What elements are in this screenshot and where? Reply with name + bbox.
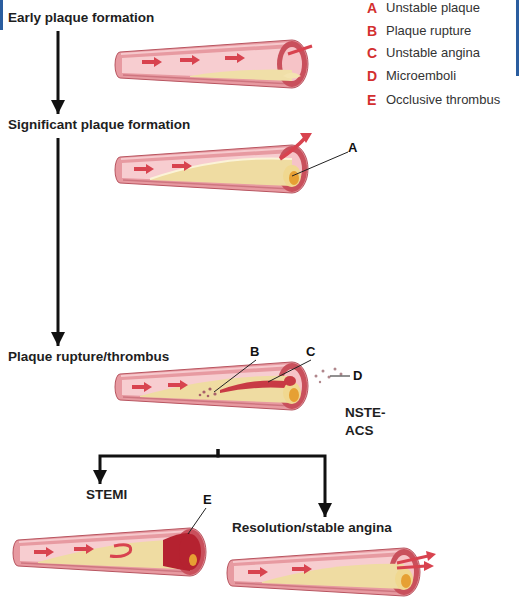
callout-letter: E: [203, 492, 212, 508]
progression-arrow: [57, 138, 60, 346]
plaque: [38, 540, 178, 569]
thrombus: [220, 380, 286, 393]
embolus: [334, 368, 337, 371]
artery: [13, 528, 206, 576]
flow-arrow: [248, 567, 268, 577]
plaque: [262, 564, 404, 589]
flow-arrow: [134, 164, 154, 174]
flow-arrow: [34, 547, 54, 557]
legend-letter: A: [367, 0, 377, 16]
lipid-core: [401, 574, 411, 588]
flow-arrow: [292, 564, 312, 574]
plaque: [150, 158, 292, 186]
flow-arrow: [132, 382, 152, 392]
stage-heading: Significant plaque formation: [8, 116, 223, 134]
legend-letter: C: [367, 45, 377, 61]
legend-row: Plaque rupture: [386, 23, 519, 39]
occlusive-thrombus: [179, 534, 201, 570]
embolus: [319, 381, 321, 383]
embolus: [315, 375, 318, 378]
flow-out-head: [424, 561, 434, 571]
flow-arrow: [225, 53, 245, 63]
flow-out-head: [426, 551, 436, 561]
flow-arrow: [172, 161, 192, 171]
plaque: [190, 70, 292, 81]
artery-significant: [115, 133, 312, 193]
stage-heading: Plaque rupture/thrombus: [8, 348, 408, 366]
legend-row: Unstable angina: [386, 45, 519, 61]
legend-text: Occlusive thrombus: [386, 92, 500, 107]
stage-node: Significant plaque formation: [8, 116, 223, 136]
plaque: [395, 568, 413, 590]
rupture-speckle: [213, 392, 216, 395]
embolus: [340, 373, 343, 376]
legend-text: Microemboli: [386, 68, 456, 83]
legend-text: Plaque rupture: [386, 23, 471, 38]
stage-node: STEMI: [86, 486, 138, 506]
legend-text: Unstable angina: [386, 45, 480, 60]
artery-rupture: [115, 362, 343, 410]
stage-node: Resolution/stable angina: [232, 519, 447, 539]
edge-bar: [0, 0, 3, 30]
progression-arrow: [57, 31, 60, 114]
rupture-speckle: [202, 390, 205, 393]
flow-out: [280, 137, 306, 159]
flow-out-head: [300, 133, 312, 143]
rupture-speckle: [208, 387, 211, 390]
artery: [115, 40, 308, 88]
syndrome-label: NSTE-ACS: [345, 404, 408, 440]
stage-node: Plaque rupture/thrombusNSTE-ACS: [8, 348, 408, 447]
thrombus: [284, 376, 296, 386]
stage-heading: STEMI: [86, 486, 138, 504]
stage-heading: Resolution/stable angina: [232, 519, 447, 537]
callout-letter: C: [306, 344, 315, 360]
flow-out: [288, 46, 312, 54]
legend-row: Occlusive thrombus: [386, 92, 519, 108]
plaque: [283, 73, 301, 79]
flow-arrow: [180, 55, 200, 65]
rupture-speckle: [207, 395, 210, 398]
legend-row: Microemboli: [386, 68, 519, 84]
leader-line: [188, 508, 206, 534]
legend-letter: D: [367, 68, 377, 84]
lipid-core: [289, 388, 299, 402]
progression-arrow: [218, 449, 325, 517]
artery-resolution: [227, 548, 436, 596]
leader-line: [330, 376, 350, 377]
lipid-core: [189, 554, 197, 566]
callout-letter: D: [353, 368, 362, 384]
legend-row: Unstable plaque: [386, 0, 519, 16]
stage-node: Early plaque formation: [8, 9, 193, 29]
edge-bar: [516, 0, 519, 76]
leader-line: [268, 360, 311, 382]
flow-arrow: [74, 544, 94, 554]
legend-text: Unstable plaque: [386, 0, 480, 15]
artery: [115, 145, 308, 193]
callout-letter: B: [250, 344, 259, 360]
flow-out: [397, 566, 426, 568]
artery: [115, 362, 308, 410]
progression-arrow: [100, 449, 218, 484]
flow-out: [397, 556, 428, 563]
legend-letter: B: [367, 23, 377, 39]
legend-letter: E: [367, 92, 376, 108]
artery: [227, 548, 420, 596]
leader-line: [214, 360, 256, 392]
rupture-speckle: [199, 394, 202, 397]
fibrous-cap: [150, 158, 292, 179]
embolus: [322, 370, 325, 373]
plaque: [140, 376, 292, 403]
stage-heading: Early plaque formation: [8, 9, 193, 27]
artery-early: [115, 40, 312, 88]
artery-stemi: [13, 528, 206, 576]
flow-turn: [110, 545, 131, 557]
flow-arrow: [142, 57, 162, 67]
flow-arrow: [168, 380, 188, 390]
leader-line: [292, 152, 348, 176]
callout-letter: A: [348, 140, 357, 156]
